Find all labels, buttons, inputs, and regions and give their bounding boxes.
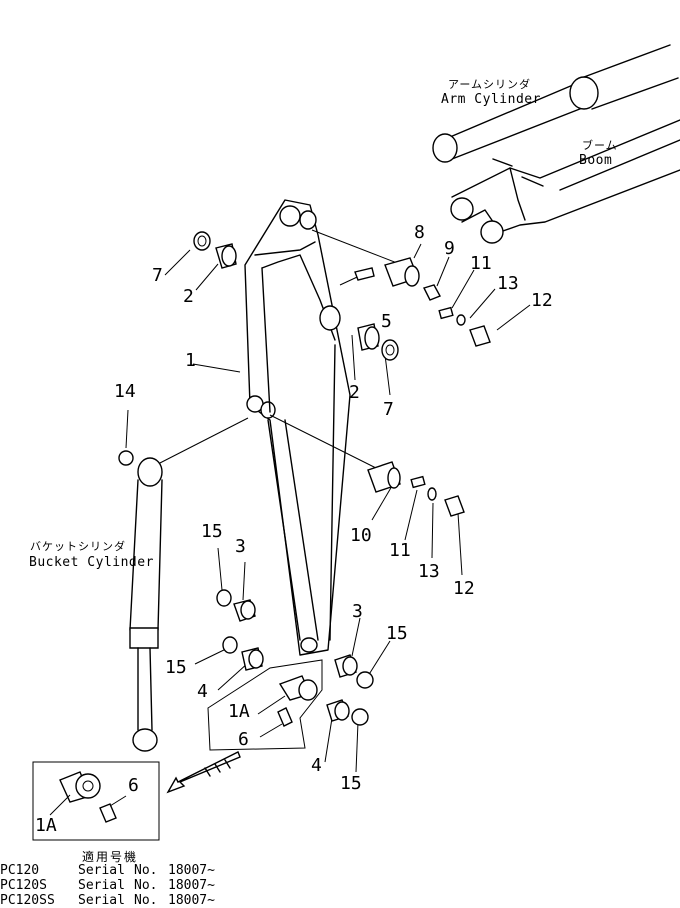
- callout-7: 7: [152, 265, 163, 286]
- callout-11: 11: [470, 253, 492, 274]
- no-label: No.: [134, 863, 158, 878]
- pins-and-bolts: [354, 257, 491, 517]
- view-arrow: [166, 751, 241, 794]
- callout-9: 9: [444, 238, 455, 259]
- serial-label: Serial: [78, 878, 125, 893]
- boom-label: Boom: [579, 153, 613, 168]
- bushings: [118, 231, 399, 726]
- callout-15d: 15: [340, 773, 362, 794]
- inset-box: [32, 761, 160, 841]
- callout-15b: 15: [165, 657, 187, 678]
- callout-7b: 7: [383, 399, 394, 420]
- boom: [450, 119, 680, 244]
- serial-label: Serial: [78, 863, 125, 878]
- callout-6: 6: [238, 729, 249, 750]
- arm-cylinder: [432, 44, 679, 163]
- callout-1A: 1A: [228, 701, 250, 722]
- arm-cylinder-label: Arm Cylinder: [441, 92, 541, 107]
- serial-value: 18007~: [168, 878, 215, 893]
- model: PC120S: [0, 878, 47, 893]
- no-label: No.: [134, 893, 158, 908]
- callout-4: 4: [197, 681, 208, 702]
- bucket-cylinder-label: Bucket Cylinder: [29, 555, 154, 570]
- callout-13: 13: [497, 273, 519, 294]
- callout-8: 8: [414, 222, 425, 243]
- callout-1A-inset: 1A: [35, 815, 57, 836]
- callout-15: 15: [201, 521, 223, 542]
- callout-5: 5: [381, 311, 392, 332]
- serial-value: 18007~: [168, 863, 215, 878]
- serial-label: Serial: [78, 893, 125, 908]
- callout-2b: 2: [349, 382, 360, 403]
- callout-11b: 11: [389, 540, 411, 561]
- bucket-cylinder: [129, 457, 163, 752]
- applicability-row: PC120SS Serial No. 18007~: [0, 894, 215, 908]
- callout-3: 3: [235, 536, 246, 557]
- detail-frame: [207, 659, 323, 751]
- serial-value: 18007~: [168, 893, 215, 908]
- callout-14: 14: [114, 381, 136, 402]
- no-label: No.: [134, 878, 158, 893]
- applicability-row: PC120 Serial No. 18007~: [0, 864, 215, 878]
- boom-label-jp: ブーム: [582, 139, 618, 152]
- model: PC120SS: [0, 893, 55, 908]
- applicability-heading: 適用号機: [82, 850, 139, 864]
- arm-body: [244, 199, 351, 656]
- callout-10: 10: [350, 525, 372, 546]
- callout-3b: 3: [352, 601, 363, 622]
- callout-1: 1: [185, 350, 196, 371]
- callout-2: 2: [183, 286, 194, 307]
- callout-15c: 15: [386, 623, 408, 644]
- callout-12: 12: [531, 290, 553, 311]
- arm-cylinder-label-jp: アームシリンダ: [448, 78, 532, 91]
- callout-6-inset: 6: [128, 775, 139, 796]
- applicability-row: PC120S Serial No. 18007~: [0, 879, 215, 893]
- callout-13b: 13: [418, 561, 440, 582]
- bucket-cylinder-label-jp: バケットシリンダ: [30, 540, 126, 553]
- callout-12b: 12: [453, 578, 475, 599]
- model: PC120: [0, 863, 40, 878]
- callout-4b: 4: [311, 755, 322, 776]
